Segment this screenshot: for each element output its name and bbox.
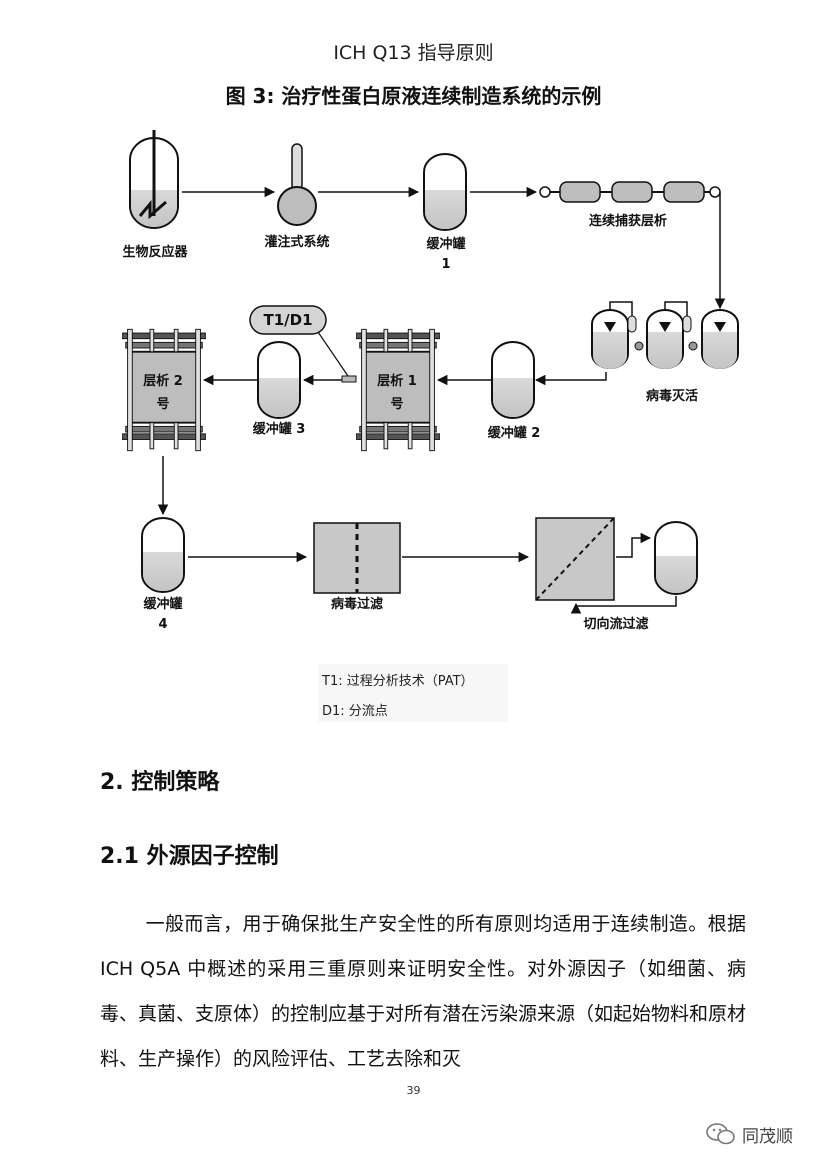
document-header: ICH Q13 指导原则 [333, 42, 494, 64]
surge-tank-4-number: 4 [158, 617, 167, 632]
chromatography-2-label: 层析 2 [143, 373, 183, 389]
watermark-text: 同茂顺 [742, 1126, 793, 1147]
page-number: 39 [406, 1084, 421, 1097]
legend-t1: T1: 过程分析技术（PAT） [322, 674, 474, 689]
capture-label: 连续捕获层析 [589, 213, 667, 229]
capture-chromatography [539, 181, 721, 203]
chromatography-1-label: 层析 1 [377, 373, 417, 389]
surge-tank-2-label: 缓冲罐 2 [488, 425, 541, 441]
surge-tank-3 [257, 341, 301, 419]
viral-filter [313, 522, 401, 594]
surge-tank-2 [491, 341, 535, 419]
perfusion-label: 灌注式系统 [264, 234, 329, 250]
figure-title: 图 3: 治疗性蛋白原液连续制造系统的示例 [225, 84, 602, 108]
surge-tank-4-label: 缓冲罐 [143, 596, 182, 612]
surge-tank-1 [423, 153, 467, 231]
legend-d1: D1: 分流点 [322, 704, 388, 719]
final-tank [654, 521, 698, 595]
surge-tank-1-label: 缓冲罐 [426, 236, 465, 252]
tff-label: 切向流过滤 [583, 616, 648, 632]
chromatography-2-sub: 号 [156, 397, 169, 412]
chromatography-1-column [356, 328, 440, 452]
subsection-heading: 2.1 外源因子控制 [100, 844, 279, 869]
t1-d1-label: T1/D1 [263, 311, 312, 329]
section-heading: 2. 控制策略 [100, 770, 220, 795]
viral-inactivation-label: 病毒灭活 [646, 388, 698, 404]
viral-inactivation-tanks [591, 301, 739, 369]
chromatography-2-column [122, 328, 206, 452]
viral-filtration-label: 病毒过滤 [331, 596, 383, 612]
perfusion-unit [277, 143, 317, 226]
chromatography-1-sub: 号 [390, 397, 403, 412]
body-paragraph: 一般而言，用于确保批生产安全性的所有原则均适用于连续制造。根据 ICH Q5A … [100, 913, 747, 1070]
surge-tank-4 [141, 517, 185, 593]
process-diagram: 生物反应器 灌注式系统 缓冲罐 1 连续捕获层析 [122, 130, 739, 632]
t1-d1-callout [249, 305, 357, 383]
watermark: 同茂顺 [706, 1114, 793, 1154]
figure-legend: T1: 过程分析技术（PAT） D1: 分流点 [318, 664, 508, 722]
bioreactor-vessel [129, 130, 179, 229]
surge-tank-1-number: 1 [441, 257, 450, 272]
bioreactor-label: 生物反应器 [122, 244, 188, 260]
wechat-icon [706, 1123, 735, 1145]
tff-unit [535, 517, 615, 601]
surge-tank-3-label: 缓冲罐 3 [253, 421, 306, 437]
